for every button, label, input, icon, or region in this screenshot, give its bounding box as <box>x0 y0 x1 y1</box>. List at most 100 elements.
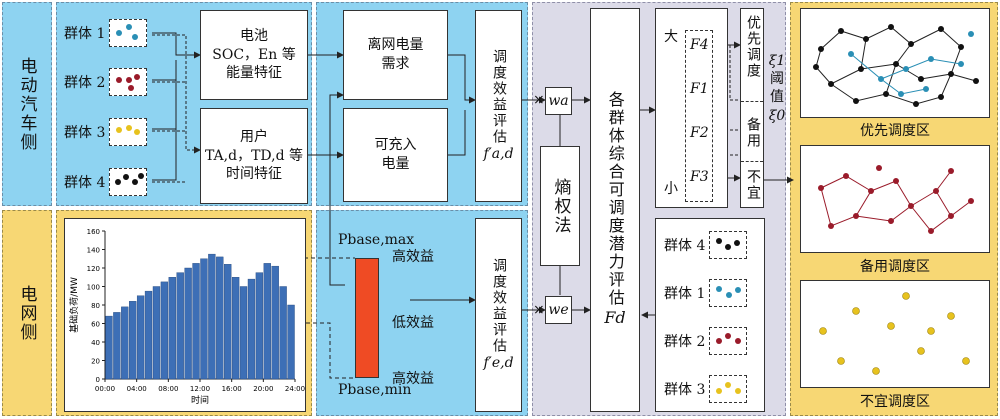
x-tick-label: 16:00 <box>222 385 242 393</box>
priority-network <box>813 24 979 107</box>
high-eff-bottom-label: 高效益 <box>392 371 434 387</box>
group-row-4: 群体 4 <box>64 168 148 196</box>
low-eff-label: 低效益 <box>392 315 434 331</box>
y-tick-label: 0 <box>96 376 100 384</box>
bar <box>129 301 137 380</box>
weight-a-box: wa <box>545 87 572 115</box>
x-axis-label: 时间 <box>191 394 209 406</box>
group-label: 群体 3 <box>664 382 706 398</box>
threshold-char-1: 阈 <box>770 71 784 88</box>
ranked-group-row: 群体 3 <box>664 375 748 403</box>
bar <box>136 295 145 380</box>
unsuitable-class-label: 不宜 <box>745 169 761 201</box>
user-feature-box: 用户 TA,d，TD,d 等 时间特征 <box>200 108 308 204</box>
small-label: 小 <box>664 181 678 197</box>
ev-side-panel <box>2 2 52 206</box>
battery-line-1: 电池 <box>240 27 268 44</box>
y-tick-label: 140 <box>87 247 100 255</box>
high-eff-top-label: 高效益 <box>392 249 434 265</box>
ranked-group-row: 群体 1 <box>664 279 748 307</box>
group-label: 群体 4 <box>664 238 706 254</box>
y-tick-label: 120 <box>87 265 100 273</box>
bar <box>176 272 184 380</box>
entropy-method-box: 熵权法 <box>540 146 580 266</box>
chargeable-line-2: 电量 <box>381 156 410 172</box>
bar <box>224 264 232 380</box>
x-tick-label: 00:00 <box>95 385 115 393</box>
offgrid-line-2: 需求 <box>381 56 410 72</box>
big-label: 大 <box>664 29 678 45</box>
group-dots-4 <box>709 231 748 259</box>
x-tick-label: 08:00 <box>158 385 178 393</box>
x-tick-label: 04:00 <box>127 385 147 393</box>
bar <box>113 312 121 380</box>
unsuitable-points <box>819 292 970 375</box>
battery-feature-box: 电池 SOC，En 等 能量特征 <box>200 10 308 100</box>
backup-network <box>818 165 974 234</box>
dispatch-eval-e-label: 调度效益评估 <box>490 257 507 354</box>
priority-zone-box <box>800 8 990 118</box>
dispatch-eval-e-box: 调度效益评估 f′e,d <box>475 218 522 412</box>
bar <box>144 290 153 380</box>
backup-zone-box <box>800 145 990 253</box>
battery-line-2: SOC，En 等 <box>212 46 296 63</box>
bar <box>255 272 264 380</box>
bar <box>208 253 216 380</box>
bar <box>160 281 169 380</box>
group-label: 群体 4 <box>64 175 106 191</box>
multiply-a: × <box>533 92 545 108</box>
group-row-1: 群体 1 <box>64 19 148 47</box>
priority-zone-label: 优先调度区 <box>860 123 930 139</box>
weight-e-box: we <box>545 296 572 324</box>
bar <box>192 263 200 380</box>
y-tick-label: 60 <box>91 321 100 329</box>
f-a-label: f′a,d <box>483 145 514 162</box>
xi1-label: ξ1 <box>768 53 786 69</box>
ranked-groups-box: 群体 4 群体 1 群体 2 群体 3 <box>655 218 765 412</box>
multiply-e: × <box>533 302 545 318</box>
bar <box>271 265 279 380</box>
y-tick-label: 20 <box>91 358 100 366</box>
dispatch-eval-a-label: 调度效益评估 <box>490 48 507 145</box>
priority-class-label: 优先调度 <box>745 15 761 79</box>
threshold-char-2: 值 <box>770 89 784 106</box>
group-dots-3 <box>109 118 148 146</box>
user-line-2: TA,d，TD,d 等 <box>204 147 304 164</box>
potential-eval-box: 各群体综合可调度潜力评估 Fd <box>590 8 640 412</box>
y-tick-label: 80 <box>91 302 100 310</box>
user-line-3: 时间特征 <box>226 166 282 183</box>
bar <box>121 306 129 380</box>
potential-label: 各群体综合可调度潜力评估 <box>605 91 625 308</box>
bar <box>239 286 248 380</box>
bar <box>152 286 161 380</box>
backup-class-label: 备用 <box>745 117 761 149</box>
efficiency-bar <box>355 258 379 378</box>
xi0-label: ξ0 <box>768 107 786 124</box>
offgrid-line-1: 离网电量 <box>367 37 424 54</box>
bar <box>105 315 113 380</box>
f-item: F1 <box>690 81 709 97</box>
user-line-1: 用户 <box>240 128 268 145</box>
bar <box>200 258 208 380</box>
bar <box>184 267 192 380</box>
dispatch-eval-a-box: 调度效益评估 f′a,d <box>475 10 522 202</box>
f-item: F4 <box>690 37 709 53</box>
bar <box>279 286 287 380</box>
x-tick-label: 24:00 <box>285 385 305 393</box>
bar <box>231 277 240 380</box>
y-tick-label: 100 <box>87 284 100 292</box>
f-ranking-list: F4 F1 F2 F3 <box>685 30 713 202</box>
ranked-group-row: 群体 2 <box>664 327 748 355</box>
y-axis-label: 基础负荷/MW <box>68 277 80 333</box>
fd-label: Fd <box>604 308 626 328</box>
p-max-label: Pbase,max <box>338 232 415 248</box>
bar <box>168 277 176 380</box>
group-dots-1 <box>109 19 148 47</box>
grid-side-panel <box>2 210 52 416</box>
chargeable-box: 可充入 电量 <box>343 108 448 202</box>
f-item: F3 <box>690 169 709 185</box>
group-label: 群体 1 <box>664 286 706 302</box>
group-label: 群体 1 <box>64 26 106 42</box>
